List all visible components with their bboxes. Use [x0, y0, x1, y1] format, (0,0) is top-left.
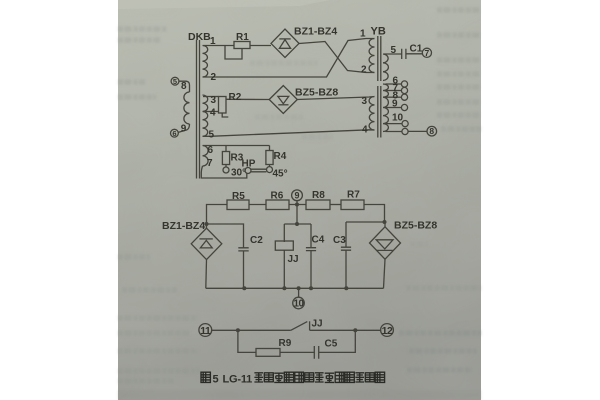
svg-text:10: 10	[294, 299, 305, 310]
svg-text:9: 9	[392, 99, 398, 110]
svg-text:R3: R3	[231, 153, 244, 164]
svg-text:R8: R8	[312, 190, 325, 201]
svg-text:5: 5	[173, 77, 177, 86]
svg-text:30°: 30°	[231, 168, 246, 179]
svg-text:5: 5	[209, 130, 215, 141]
svg-text:3: 3	[362, 96, 368, 107]
svg-text:R4: R4	[274, 151, 287, 162]
svg-text:C4: C4	[312, 235, 325, 246]
svg-text:4: 4	[362, 125, 368, 136]
svg-text:8: 8	[393, 90, 399, 101]
svg-text:BZ1-BZ4: BZ1-BZ4	[294, 26, 337, 38]
svg-text:R5: R5	[232, 191, 245, 202]
svg-text:JJ: JJ	[288, 254, 299, 265]
svg-text:9: 9	[294, 191, 299, 201]
svg-text:JJ: JJ	[312, 319, 323, 330]
svg-text:1: 1	[360, 29, 366, 40]
svg-text:4: 4	[210, 108, 216, 119]
svg-text:5: 5	[391, 45, 397, 56]
svg-text:9: 9	[181, 124, 187, 135]
svg-text:1: 1	[210, 36, 216, 47]
svg-text:BZ5-BZ8: BZ5-BZ8	[394, 220, 437, 232]
svg-text:7: 7	[207, 158, 213, 169]
svg-text:2: 2	[211, 72, 217, 83]
svg-text:8: 8	[181, 81, 187, 92]
svg-text:3: 3	[211, 95, 217, 106]
svg-text:12: 12	[382, 325, 393, 337]
svg-text:YB: YB	[371, 26, 386, 38]
svg-text:7: 7	[425, 48, 430, 58]
svg-text:R9: R9	[279, 338, 292, 349]
svg-text:45°: 45°	[273, 169, 288, 180]
svg-text:C3: C3	[333, 235, 346, 246]
svg-text:5: 5	[213, 374, 219, 386]
svg-text:R6: R6	[271, 191, 284, 202]
svg-text:C2: C2	[250, 235, 263, 246]
svg-text:HP: HP	[242, 159, 256, 170]
svg-text:DKB: DKB	[188, 31, 211, 43]
svg-text:2: 2	[361, 65, 367, 76]
svg-text:6: 6	[393, 76, 399, 87]
svg-text:BZ1-BZ4: BZ1-BZ4	[162, 220, 205, 232]
svg-text:C5: C5	[325, 339, 338, 350]
svg-text:C1: C1	[410, 44, 423, 55]
svg-text:8: 8	[429, 126, 434, 136]
svg-text:6: 6	[208, 145, 214, 156]
svg-text:R2: R2	[229, 92, 242, 103]
svg-text:10: 10	[392, 113, 404, 124]
svg-text:R1: R1	[236, 32, 249, 43]
svg-text:7: 7	[393, 83, 399, 94]
svg-text:11: 11	[200, 325, 211, 337]
svg-text:6: 6	[172, 129, 176, 138]
svg-text:R7: R7	[347, 190, 360, 201]
svg-text:LG-11: LG-11	[223, 374, 253, 386]
svg-text:BZ5-BZ8: BZ5-BZ8	[295, 87, 338, 99]
